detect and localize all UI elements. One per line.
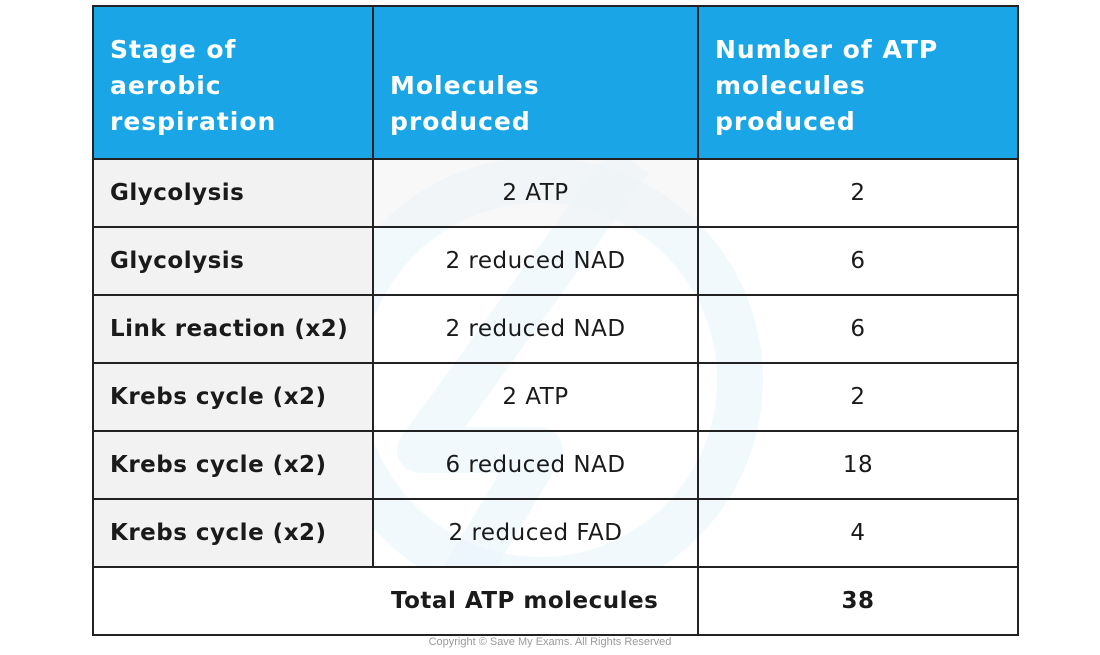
table-row: Link reaction (x2) 2 reduced NAD 6 [92, 294, 1019, 364]
header-stage: Stage of aerobic respiration [92, 5, 374, 160]
atp-yield-table: Stage of aerobic respiration Molecules p… [92, 5, 1019, 636]
molecules-cell: 6 reduced NAD [372, 430, 699, 500]
molecules-cell: 2 reduced NAD [372, 226, 699, 296]
atp-cell: 2 [697, 158, 1019, 228]
total-value: 38 [697, 566, 1019, 636]
stage-cell: Krebs cycle (x2) [92, 362, 374, 432]
atp-cell: 6 [697, 294, 1019, 364]
table-row: Krebs cycle (x2) 2 ATP 2 [92, 362, 1019, 432]
molecules-cell: 2 reduced NAD [372, 294, 699, 364]
table-row: Glycolysis 2 ATP 2 [92, 158, 1019, 228]
table-row: Glycolysis 2 reduced NAD 6 [92, 226, 1019, 296]
atp-cell: 6 [697, 226, 1019, 296]
atp-cell: 4 [697, 498, 1019, 568]
molecules-cell: 2 reduced FAD [372, 498, 699, 568]
molecules-cell: 2 ATP [372, 362, 699, 432]
stage-cell: Glycolysis [92, 226, 374, 296]
total-label: Total ATP molecules [373, 566, 699, 636]
header-row: Stage of aerobic respiration Molecules p… [92, 5, 1019, 160]
total-row: Total ATP molecules 38 [92, 566, 1019, 636]
atp-cell: 18 [697, 430, 1019, 500]
total-blank-cell [92, 566, 373, 636]
table-row: Krebs cycle (x2) 6 reduced NAD 18 [92, 430, 1019, 500]
stage-cell: Link reaction (x2) [92, 294, 374, 364]
atp-cell: 2 [697, 362, 1019, 432]
table-row: Krebs cycle (x2) 2 reduced FAD 4 [92, 498, 1019, 568]
stage-cell: Krebs cycle (x2) [92, 430, 374, 500]
header-molecules: Molecules produced [372, 5, 699, 160]
stage-cell: Krebs cycle (x2) [92, 498, 374, 568]
copyright-notice: Copyright © Save My Exams. All Rights Re… [428, 636, 672, 648]
molecules-cell: 2 ATP [372, 158, 699, 228]
table-header: Stage of aerobic respiration Molecules p… [92, 5, 1019, 160]
table-body: Glycolysis 2 ATP 2 Glycolysis 2 reduced … [92, 158, 1019, 636]
header-atp: Number of ATP molecules produced [697, 5, 1019, 160]
stage-cell: Glycolysis [92, 158, 374, 228]
